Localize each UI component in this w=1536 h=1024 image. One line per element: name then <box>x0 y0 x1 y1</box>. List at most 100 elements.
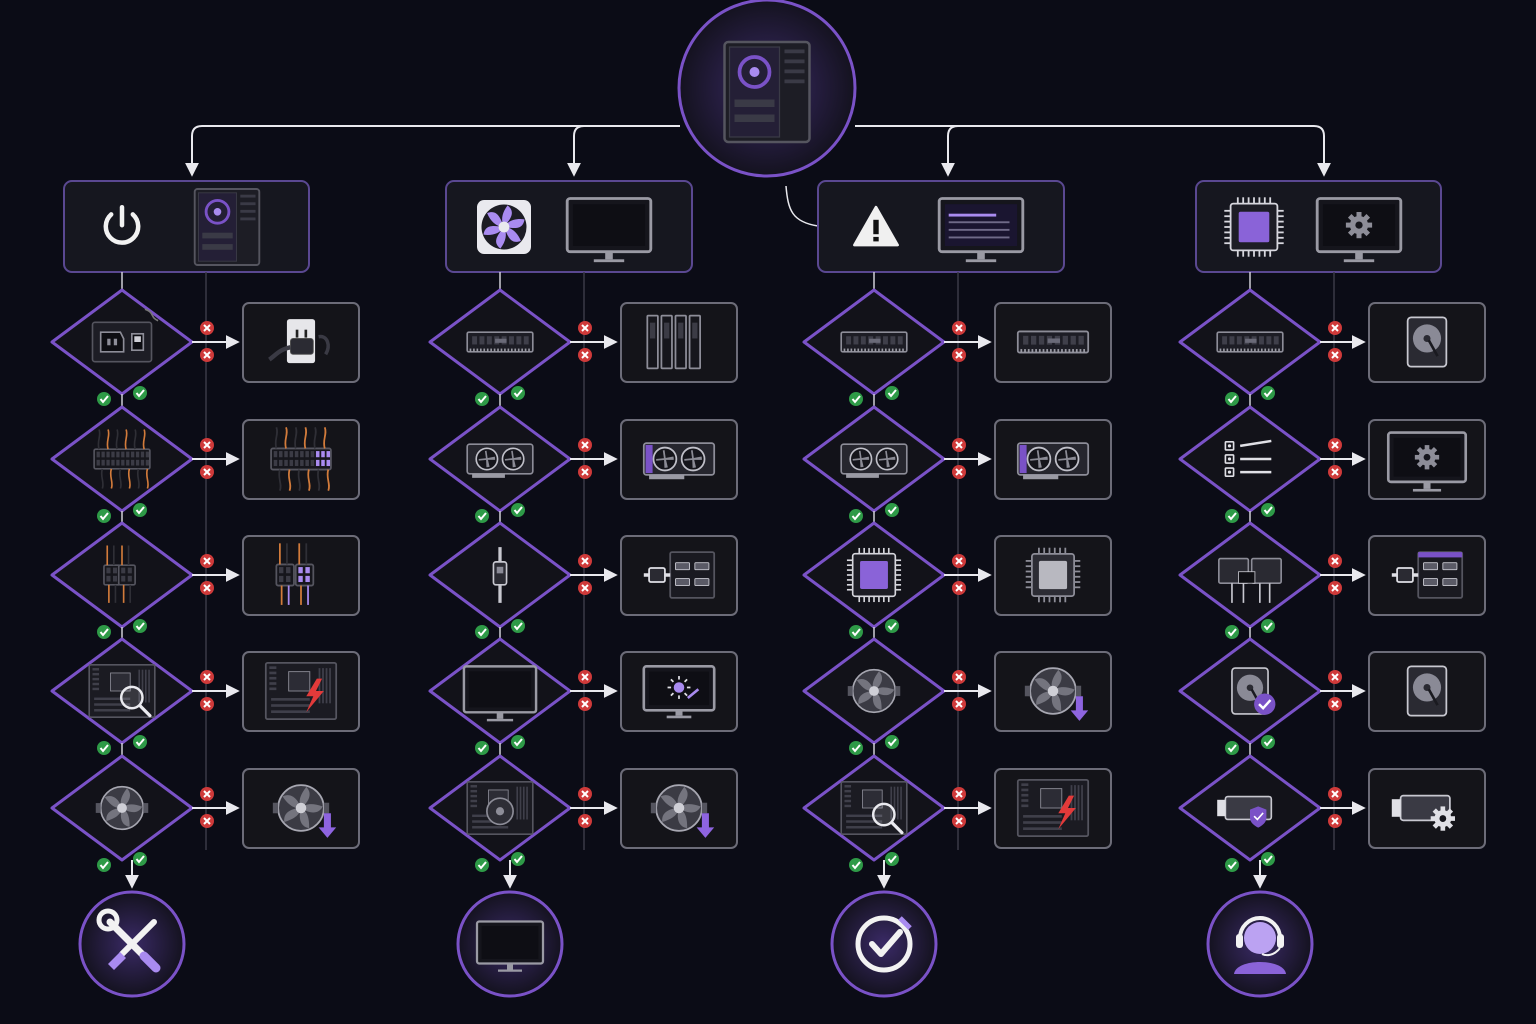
decision-diamond[interactable] <box>428 405 572 513</box>
fix-icon-wrap <box>1024 667 1089 721</box>
error-screen-icon <box>937 197 1025 263</box>
header-panel[interactable] <box>445 180 693 273</box>
fix-tile[interactable] <box>242 651 360 732</box>
check-icon-wrap <box>466 331 534 353</box>
no-badge <box>200 465 214 479</box>
monitor-input-icon <box>642 665 716 719</box>
fix-tile[interactable] <box>994 768 1112 849</box>
decision-diamond[interactable] <box>50 288 194 396</box>
gpu-reseat-icon <box>642 442 716 480</box>
warning-icon <box>853 205 899 247</box>
outcome-node[interactable] <box>78 890 186 998</box>
no-badge <box>1328 321 1342 335</box>
decision-diamond[interactable] <box>428 288 572 396</box>
fix-tile[interactable] <box>242 535 360 616</box>
gpu-reseat-icon <box>1016 442 1090 480</box>
motherboard-icon <box>466 780 534 836</box>
ssd-secure-icon <box>1217 795 1273 828</box>
yes-badge <box>1225 858 1239 872</box>
fix-icon-wrap <box>643 551 716 599</box>
fix-tile[interactable] <box>242 302 360 383</box>
fix-tile[interactable] <box>994 419 1112 500</box>
fix-tile[interactable] <box>620 651 738 732</box>
bios-checklist-icon <box>1224 439 1272 478</box>
fix-tile[interactable] <box>1368 302 1486 383</box>
check-icon-wrap <box>840 780 908 836</box>
step-row <box>1178 405 1486 523</box>
header-panel[interactable] <box>817 180 1065 273</box>
step-row <box>428 754 738 872</box>
outcome-node[interactable] <box>456 890 564 998</box>
outcome-node[interactable] <box>1206 890 1314 998</box>
yes-badge <box>475 741 489 755</box>
settings-monitor-icon <box>1315 197 1403 263</box>
header-panel[interactable] <box>1195 180 1442 273</box>
fix-tile[interactable] <box>242 768 360 849</box>
yes-badge <box>133 386 147 400</box>
fix-tile[interactable] <box>620 535 738 616</box>
fix-icon-wrap <box>642 442 716 480</box>
fix-icon-wrap <box>1016 330 1090 354</box>
decision-diamond[interactable] <box>50 754 194 862</box>
decision-diamond[interactable] <box>428 521 572 629</box>
fix-tile[interactable] <box>620 302 738 383</box>
support-agent-icon <box>1234 916 1286 974</box>
decision-diamond[interactable] <box>50 521 194 629</box>
ram-reseat-icon <box>646 314 701 370</box>
step-row <box>802 405 1112 523</box>
decision-diamond[interactable] <box>1178 754 1322 862</box>
fix-tile[interactable] <box>1368 419 1486 500</box>
column-no-power <box>50 180 360 998</box>
fix-tile[interactable] <box>620 768 738 849</box>
check-icon-wrap <box>103 545 136 603</box>
yes-badge <box>511 386 525 400</box>
fix-tile[interactable] <box>994 302 1112 383</box>
fix-tile[interactable] <box>1368 651 1486 732</box>
decision-diamond[interactable] <box>50 405 194 513</box>
decision-diamond[interactable] <box>802 405 946 513</box>
decision-diamond[interactable] <box>1178 521 1322 629</box>
decision-diamond[interactable] <box>1178 288 1322 396</box>
decision-diamond[interactable] <box>802 637 946 745</box>
decision-diamond[interactable] <box>1178 637 1322 745</box>
decision-diamond[interactable] <box>802 754 946 862</box>
fix-tile[interactable] <box>620 419 738 500</box>
root-node[interactable] <box>677 0 857 178</box>
fix-tile[interactable] <box>1368 768 1486 849</box>
no-badge <box>200 554 214 568</box>
step-row <box>1178 637 1486 756</box>
fix-tile[interactable] <box>994 651 1112 732</box>
decision-diamond[interactable] <box>428 637 572 745</box>
no-badge <box>1328 465 1342 479</box>
fix-tile[interactable] <box>1368 535 1486 616</box>
decision-diamond[interactable] <box>802 521 946 629</box>
cpu-chip-icon <box>1224 197 1284 257</box>
atx-connector-reseat-icon <box>270 427 332 491</box>
no-badge <box>952 814 966 828</box>
step-row <box>50 521 360 639</box>
header-panel[interactable] <box>63 180 310 273</box>
yes-badge <box>97 625 111 639</box>
check-icon-wrap <box>847 668 901 714</box>
top-connectors <box>185 125 1331 227</box>
no-badge <box>200 787 214 801</box>
cpu-cooler-icon <box>847 668 901 714</box>
decision-diamond[interactable] <box>802 288 946 396</box>
outcome-node[interactable] <box>830 890 938 998</box>
no-badge <box>200 438 214 452</box>
yes-badge <box>475 625 489 639</box>
decision-diamond[interactable] <box>428 754 572 862</box>
check-icon-wrap <box>1217 795 1273 828</box>
step-row <box>428 637 738 756</box>
no-badge <box>952 348 966 362</box>
fix-tile[interactable] <box>994 535 1112 616</box>
sata-port-icon <box>1391 551 1464 599</box>
yes-badge <box>885 852 899 866</box>
fix-icon-wrap <box>268 319 330 364</box>
motherboard-short-icon <box>1016 778 1090 838</box>
cooler-reseat-icon <box>272 784 337 838</box>
hard-drive-icon <box>1406 316 1448 368</box>
decision-diamond[interactable] <box>1178 405 1322 513</box>
fix-tile[interactable] <box>242 419 360 500</box>
decision-diamond[interactable] <box>50 637 194 745</box>
